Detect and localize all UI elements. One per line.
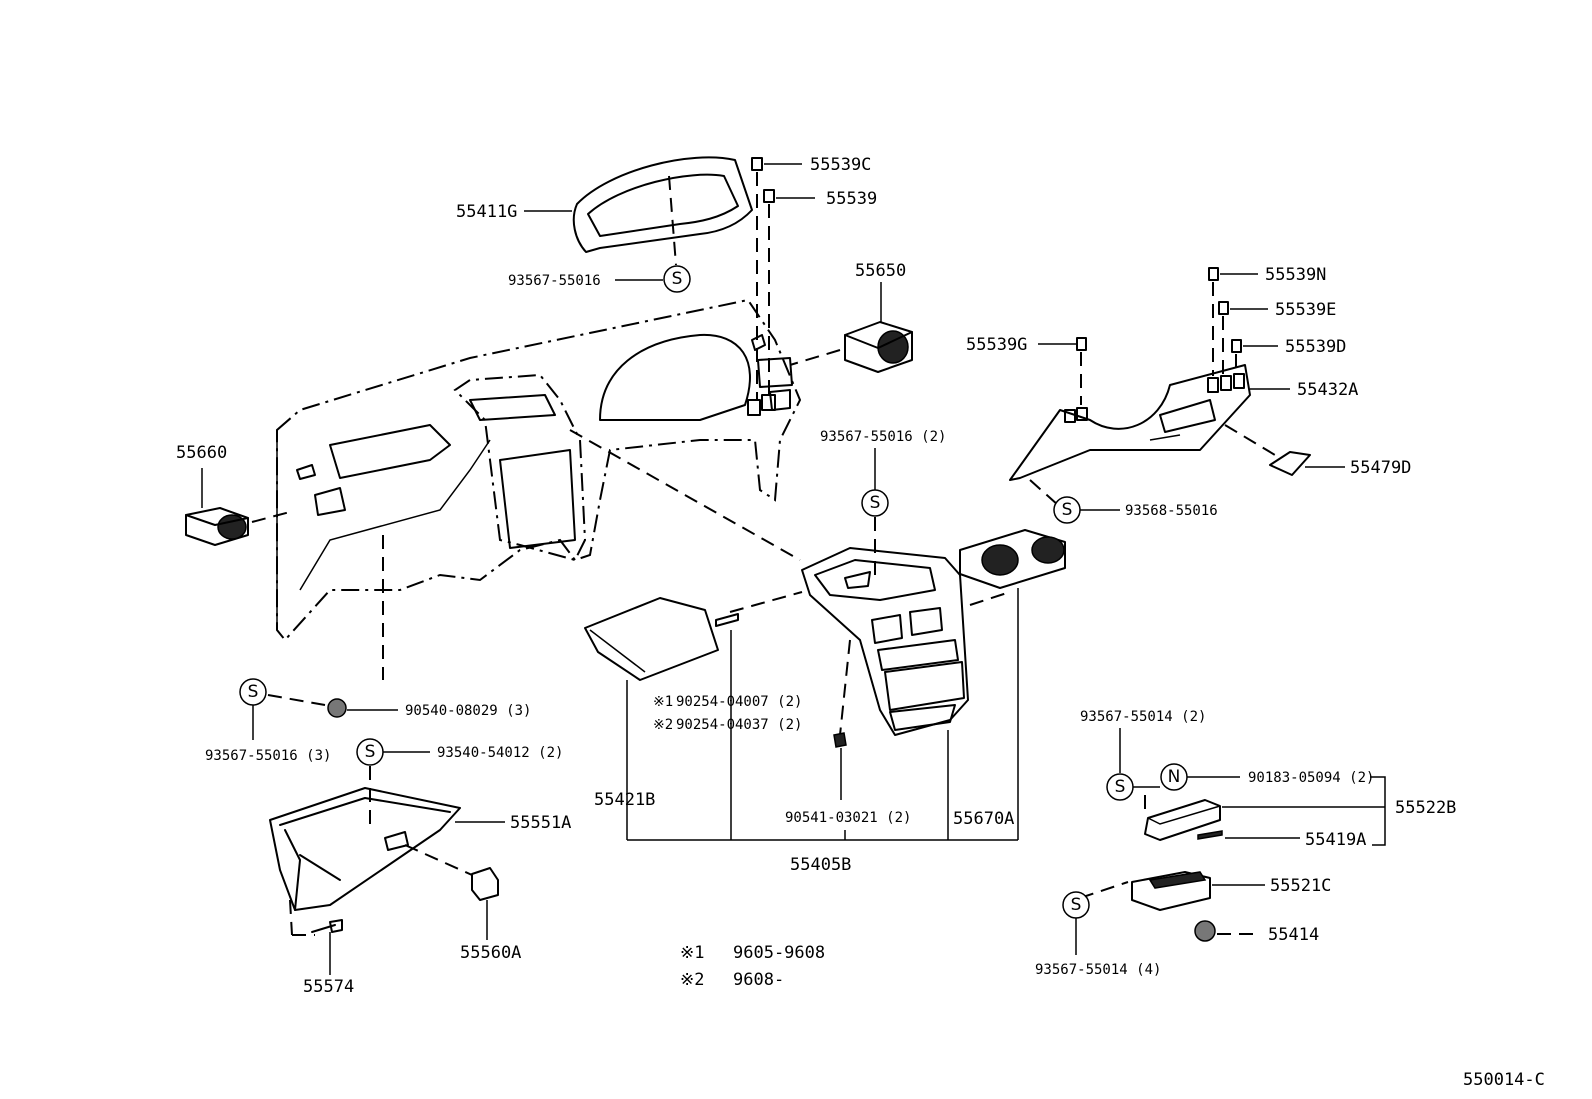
screw-symbol [663,265,691,293]
meter-hood-part [572,156,753,253]
knob-55414-part [1194,920,1216,942]
dash-meter-hood [668,175,677,266]
label-93568-55016: 93568-55016 [1125,503,1218,519]
register-55660-part [185,507,249,546]
label-93567-55014-2: 93567-55014 (2) [1080,709,1206,725]
bracket-55522B [1370,776,1386,846]
lock-55560A-part [471,867,499,901]
clip-55539E-part [1218,301,1229,315]
ashtray-55522B-part [1144,799,1221,841]
instrument-panel-outline [276,298,802,642]
label-93540-54012: 93540-54012 (2) [437,745,563,761]
dash-55521C [1079,881,1129,899]
legend-ref1-symbol: ※1 [680,943,704,963]
register-55650-part [844,321,913,373]
label-55419A: 55419A [1305,830,1366,850]
label-55551A: 55551A [510,813,571,833]
dash-90540 [267,694,326,706]
label-55560A: 55560A [460,943,521,963]
label-55574: 55574 [303,977,354,997]
label-55539E: 55539E [1275,300,1336,320]
lower-panel-55432A-part [1009,364,1251,481]
bracket-55405B [626,588,1019,841]
dash-55574 [289,899,293,936]
clip-55539C-part [751,157,763,171]
label-90540-08029: 90540-08029 (3) [405,703,531,719]
label-90183-05094: 90183-05094 (2) [1248,770,1374,786]
receptacle-55521C-part [1131,871,1211,911]
label-55405B: 55405B [790,855,851,875]
diagram-code: 550014-C [1463,1070,1545,1090]
dash-55660 [251,511,291,523]
dash-pocket [729,591,803,613]
dash-55479D [1224,424,1276,456]
s-marker: S [248,682,259,702]
pocket-55421B-part [584,597,719,681]
label-90254-04037: 90254-04037 (2) [676,717,802,733]
s-marker: S [1071,895,1082,915]
dash-55670A [969,591,1011,606]
label-55670A: 55670A [953,809,1014,829]
label-55539D: 55539D [1285,337,1346,357]
center-cluster-part [801,547,969,736]
dash-panel-center [569,429,801,561]
stopper-55574-part [311,919,343,933]
screw-symbol [861,489,889,517]
label-93567-55016-3: 93567-55016 (3) [205,748,331,764]
clip-55539G-part [1076,337,1087,351]
cover-55479D-part [1269,451,1311,476]
label-55479D: 55479D [1350,458,1411,478]
n-marker: N [1168,767,1181,787]
s-marker: S [1062,500,1073,520]
legend-ref1-range: 9605-9608 [733,943,825,963]
label-55521C: 55521C [1270,876,1331,896]
label-55539C: 55539C [810,155,871,175]
label-55539: 55539 [826,189,877,209]
label-93567-55014-4: 93567-55014 (4) [1035,962,1161,978]
label-55660: 55660 [176,443,227,463]
legend-ref2-range: 9608- [733,970,784,990]
clip-55539D-part [1231,339,1242,353]
nut-90540-part [327,698,347,718]
label-55421B: 55421B [594,790,655,810]
ref1-marker: ※1 [653,694,673,710]
legend-ref2-symbol: ※2 [680,970,704,990]
clip-90254-part [715,613,739,627]
label-55539N: 55539N [1265,265,1326,285]
label-55522B: 55522B [1395,798,1456,818]
dash-55560A [404,844,473,876]
label-90541-03021: 90541-03021 (2) [785,810,911,826]
screw-90541-part [833,732,847,748]
label-55650: 55650 [855,261,906,281]
dash-55650 [789,349,841,366]
clip-55539-part [763,189,775,203]
label-90254-04007: 90254-04007 (2) [676,694,802,710]
s-marker: S [365,742,376,762]
s-marker: S [870,493,881,513]
label-93567-55016-2: 93567-55016 (2) [820,429,946,445]
label-55411G: 55411G [456,202,517,222]
register-55670A-part [959,529,1066,589]
label-55432A: 55432A [1297,380,1358,400]
ref2-marker: ※2 [653,717,673,733]
label-55539G: 55539G [966,335,1027,355]
dash-90541 [839,639,851,736]
s-marker: S [1115,777,1126,797]
label-55414: 55414 [1268,925,1319,945]
dash-93568 [1029,479,1059,506]
glove-box-part [269,787,461,911]
s-marker: S [672,269,683,289]
plate-55419A-part [1197,830,1223,840]
clip-55539N-part [1208,267,1219,281]
label-93567-55016-a: 93567-55016 [508,273,601,289]
